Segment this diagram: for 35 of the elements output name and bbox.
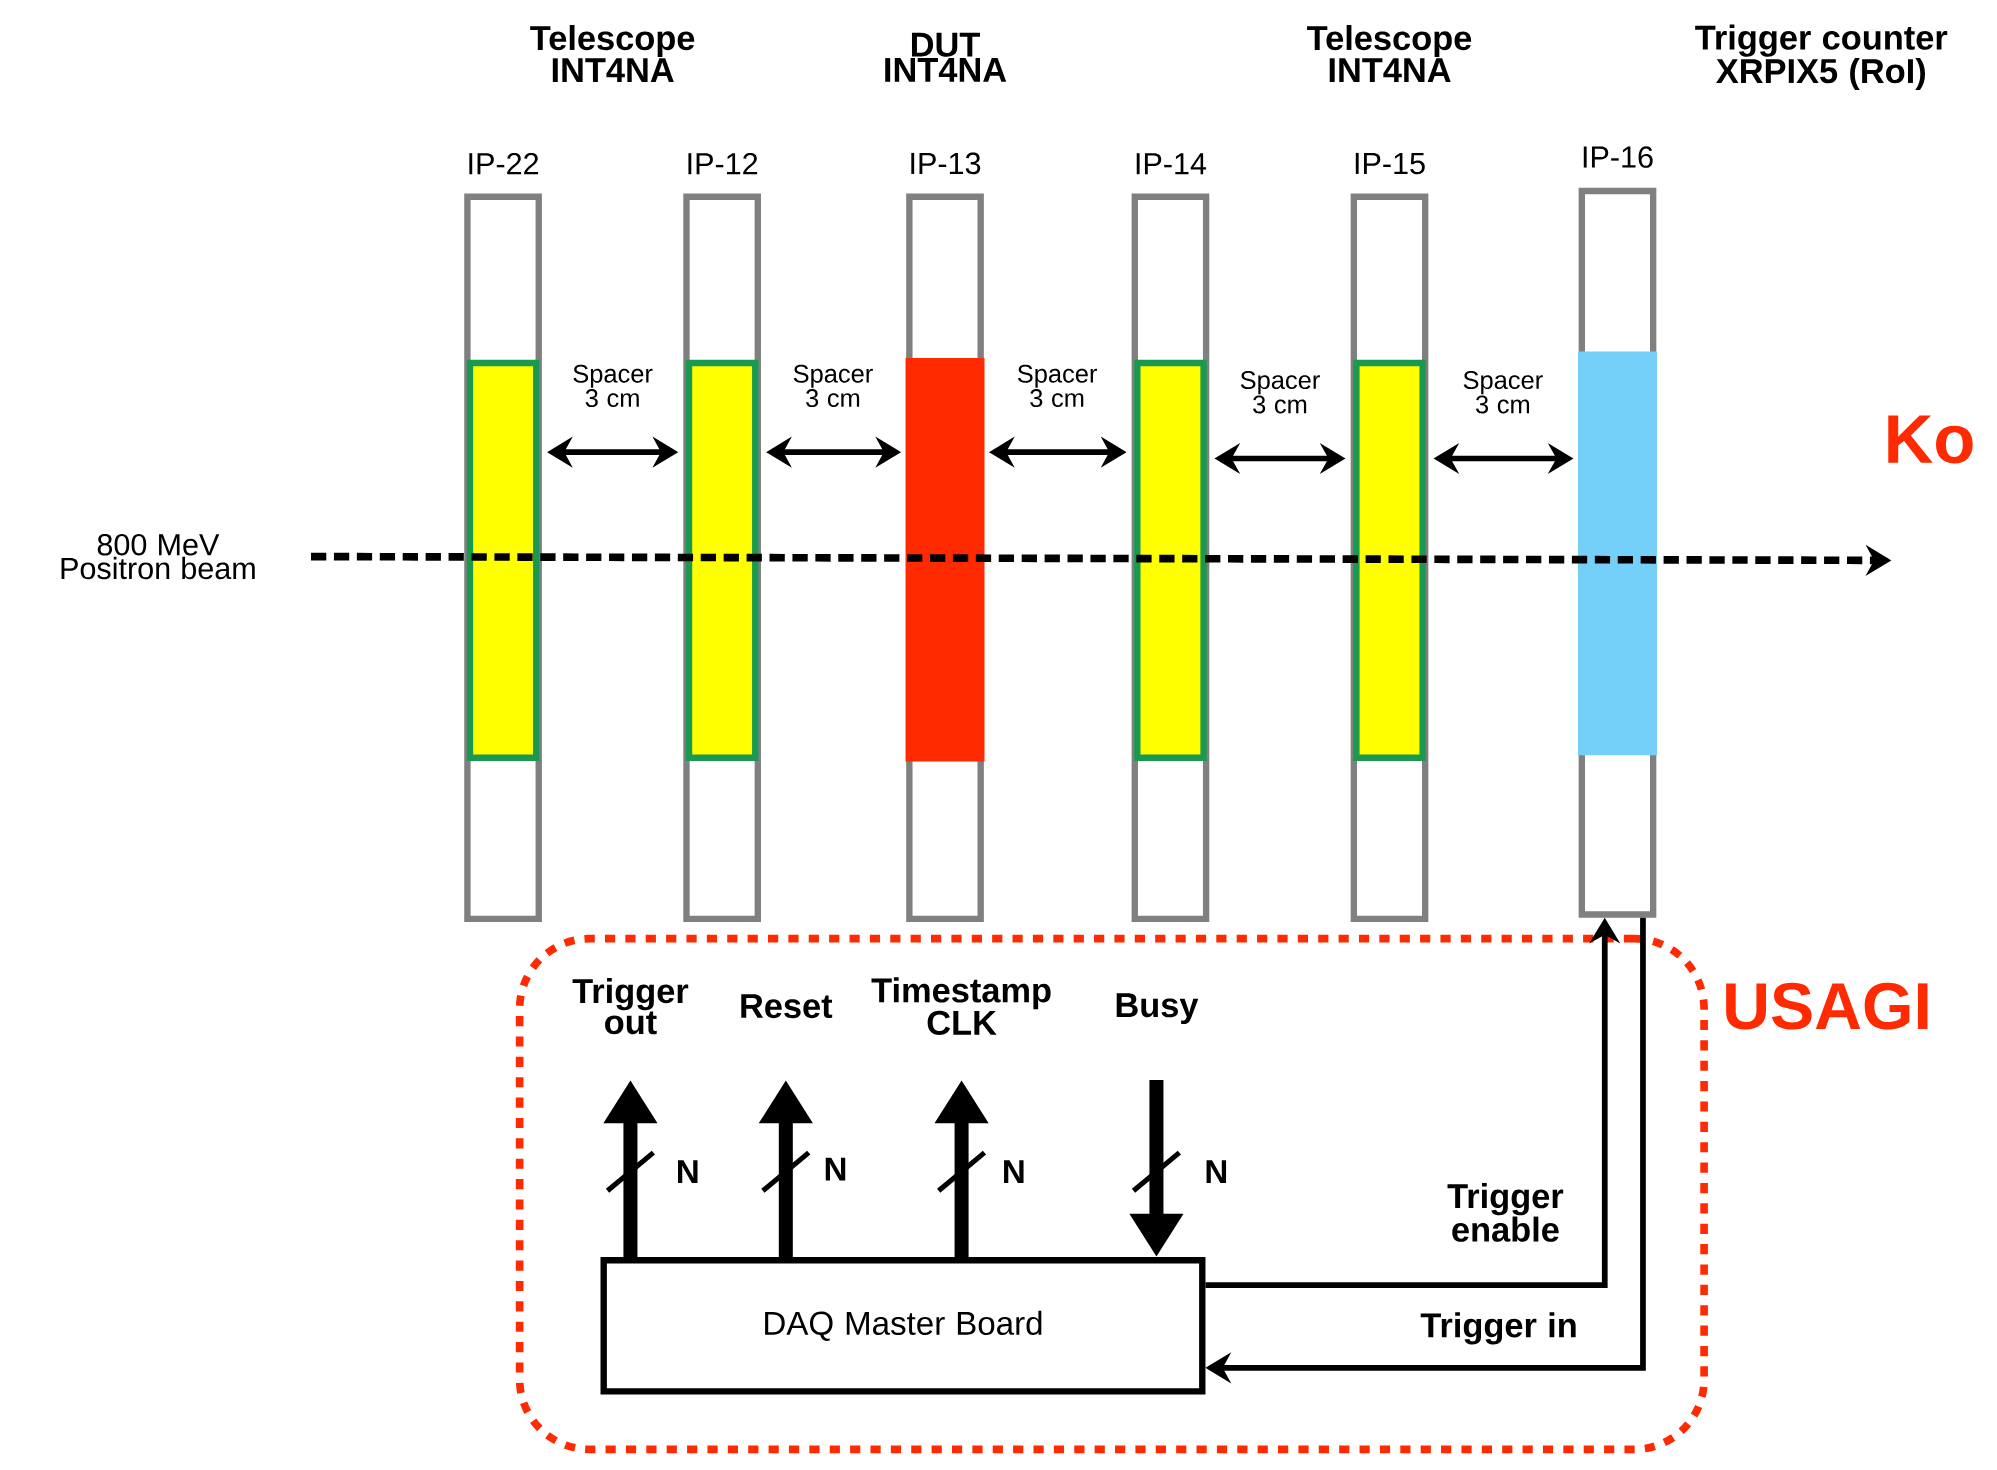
sensor-plate: IP-16 [1578,146,1657,918]
edge-label: Trigger out [572,978,689,1035]
edge-label: Spacer 3 cm [1463,371,1543,414]
bus-width-label: N [678,1160,698,1184]
node-label: IP-16 [1583,146,1653,168]
node-label: IP-15 [1355,153,1425,175]
node-label: IP-22 [469,153,539,175]
group-heading: DUT INT4NA [885,32,1007,82]
node-label: IP-12 [688,153,758,175]
bus-width-label: N [1206,1160,1227,1184]
bus-width-label: N [825,1157,846,1181]
node-label: IP-13 [911,152,981,175]
sensor-plate: IP-14 [1131,153,1210,923]
edge-label: Trigger enable [1447,1183,1564,1242]
sensor-plate: IP-22 [464,153,542,923]
node-label: USAGI [1726,982,1928,1030]
bus-width-label: N [1004,1160,1024,1184]
edge-label: Busy [1116,993,1199,1025]
group-heading: Telescope INT4NA [1307,25,1472,83]
node-label: IP-14 [1136,153,1207,175]
beam-label: 800 MeV Positron beam [61,534,255,580]
group-heading: Trigger counter XRPIX5 (RoI) [1695,24,1948,91]
edge-label: Spacer 3 cm [573,364,653,408]
edge-label: Spacer 3 cm [1017,364,1097,408]
sensor-plate: IP-13 [905,152,985,923]
sensor-plate: IP-12 [683,153,761,923]
edge-label: Spacer 3 cm [793,364,873,408]
edge-label: Spacer 3 cm [1240,371,1320,414]
daq-box: DAQ Master Board [600,1257,1206,1395]
edge-label: Timestamp CLK [871,977,1051,1036]
edge-label: Trigger in [1420,1312,1576,1345]
section-heading: Ko [1888,415,1973,464]
edge-label: Reset [741,994,833,1019]
sensor-plate: IP-15 [1350,153,1429,923]
group-heading: Telescope INT4NA [530,25,695,83]
